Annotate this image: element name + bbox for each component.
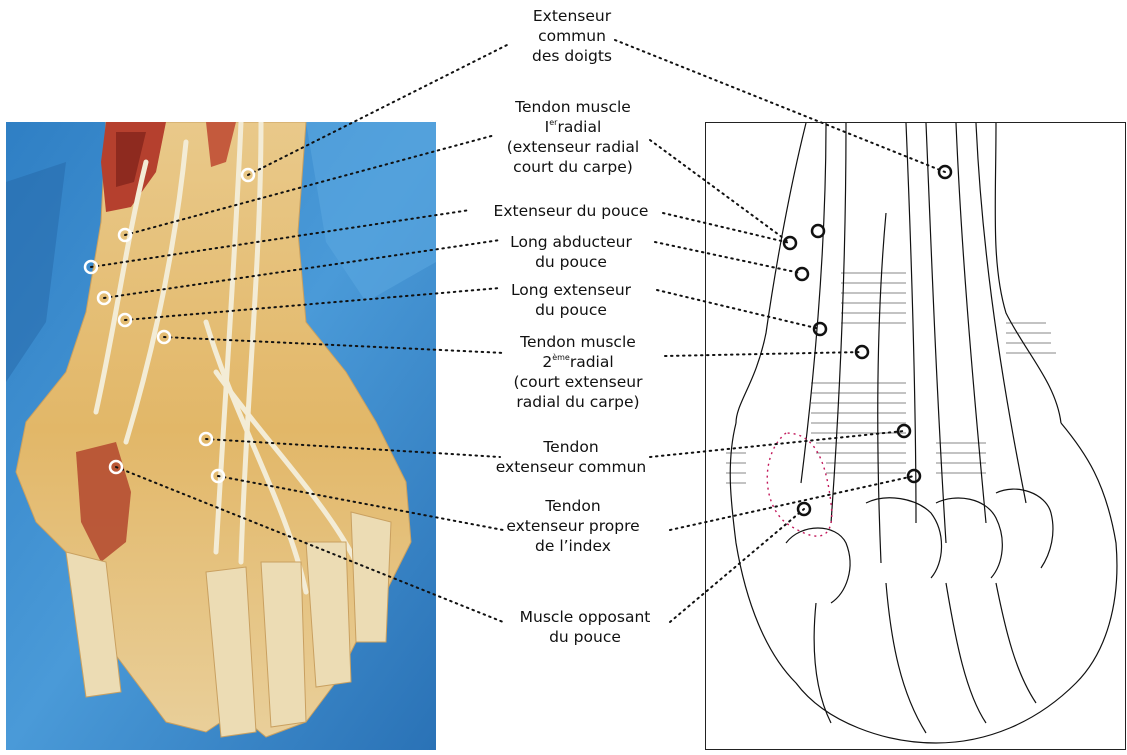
label-long-extenseur: Long extenseur du pouce [511, 280, 631, 320]
forearm-outline-left [736, 123, 806, 423]
label-line: Long abducteur [510, 232, 632, 252]
thenar-outline [767, 433, 832, 536]
dissection-photo [6, 122, 436, 750]
label-line: Extenseur du pouce [494, 201, 649, 221]
label-line: Long extenseur [511, 280, 631, 300]
label-line: de l’index [506, 536, 639, 556]
label-superscript: er [549, 118, 557, 127]
line-drawing-illustration [706, 123, 1126, 750]
label-line: 2èmeradial [514, 352, 643, 372]
label-line: extenseur commun [496, 457, 646, 477]
dissection-photo-illustration [6, 122, 436, 750]
label-tendon-extenseur-index: Tendon extenseur propre de l’index [506, 496, 639, 556]
label-premier-radial: Tendon muscle Ierradial (extenseur radia… [507, 97, 639, 177]
label-line: du pouce [520, 627, 651, 647]
label-numeral: 2 [542, 353, 552, 371]
label-superscript: ème [552, 353, 570, 362]
shading-hatching [726, 273, 1056, 483]
label-extenseur-pouce: Extenseur du pouce [494, 201, 649, 221]
label-line: (court extenseur [514, 372, 643, 392]
label-line: des doigts [532, 46, 612, 66]
label-line: (extenseur radial [507, 137, 639, 157]
label-long-abducteur: Long abducteur du pouce [510, 232, 632, 272]
label-muscle-opposant: Muscle opposant du pouce [520, 607, 651, 647]
label-line: court du carpe) [507, 157, 639, 177]
label-line: commun [532, 26, 612, 46]
label-line: Tendon muscle [514, 332, 643, 352]
label-line: extenseur propre [506, 516, 639, 536]
hand-line-drawing [705, 122, 1126, 750]
label-extenseur-commun-doigts: Extenseur commun des doigts [532, 6, 612, 66]
label-line: Tendon [506, 496, 639, 516]
label-line: du pouce [511, 300, 631, 320]
label-rest: radial [557, 118, 601, 136]
label-line: Muscle opposant [520, 607, 651, 627]
label-tendon-extenseur-commun: Tendon extenseur commun [496, 437, 646, 477]
label-line: Extenseur [532, 6, 612, 26]
label-line: Ierradial [507, 117, 639, 137]
label-second-radial: Tendon muscle 2èmeradial (court extenseu… [514, 332, 643, 412]
forearm-outline-right [995, 123, 1061, 423]
label-line: radial du carpe) [514, 392, 643, 412]
label-line: du pouce [510, 252, 632, 272]
label-rest: radial [570, 353, 614, 371]
label-line: Tendon [496, 437, 646, 457]
label-line: Tendon muscle [507, 97, 639, 117]
